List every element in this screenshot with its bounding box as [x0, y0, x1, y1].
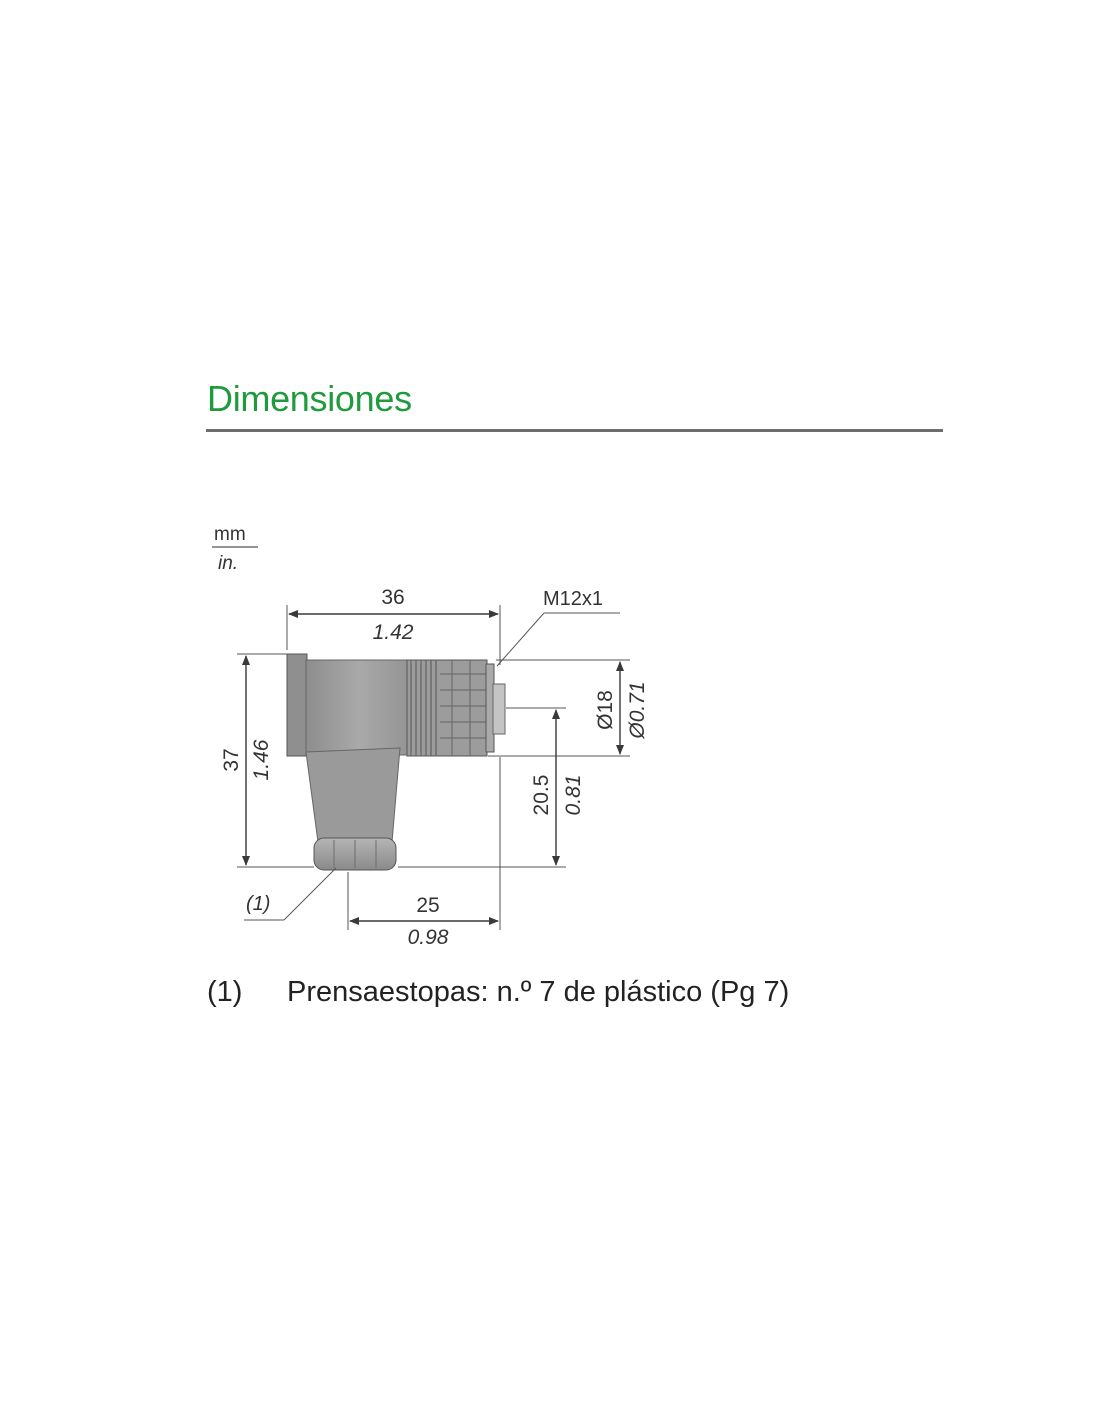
- gland-callout-label: (1): [246, 893, 270, 915]
- footnote-text: Prensaestopas: n.º 7 de plástico (Pg 7): [287, 976, 790, 1008]
- axis-height-in-label: 0.81: [562, 775, 585, 816]
- connector-body: [286, 653, 506, 871]
- footnote-ref: (1): [207, 976, 243, 1008]
- thread-leader: [496, 612, 620, 667]
- height-mm-label: 37: [220, 748, 243, 771]
- footnote: (1) Prensaestopas: n.º 7 de plástico (Pg …: [207, 976, 789, 1009]
- thread-label: M12x1: [543, 588, 603, 610]
- width-in-label: 1.42: [373, 621, 414, 644]
- title-rule: [206, 429, 943, 432]
- height-dimension: [237, 653, 314, 868]
- gland-callout-leader: [244, 867, 337, 921]
- unit-mm-label: mm: [214, 524, 246, 545]
- offset-dimension: [347, 757, 501, 930]
- height-in-label: 1.46: [250, 739, 273, 780]
- offset-mm-label: 25: [416, 894, 439, 917]
- diameter-in-label: Ø0.71: [626, 681, 649, 739]
- width-dimension: [286, 605, 501, 665]
- page-title: Dimensiones: [207, 378, 412, 419]
- axis-height-mm-label: 20.5: [530, 775, 553, 816]
- width-mm-label: 36: [381, 586, 404, 609]
- unit-in-label: in.: [218, 553, 238, 574]
- diameter-mm-label: Ø18: [594, 690, 617, 730]
- axis-height-dimension: [398, 707, 566, 868]
- offset-in-label: 0.98: [408, 926, 449, 949]
